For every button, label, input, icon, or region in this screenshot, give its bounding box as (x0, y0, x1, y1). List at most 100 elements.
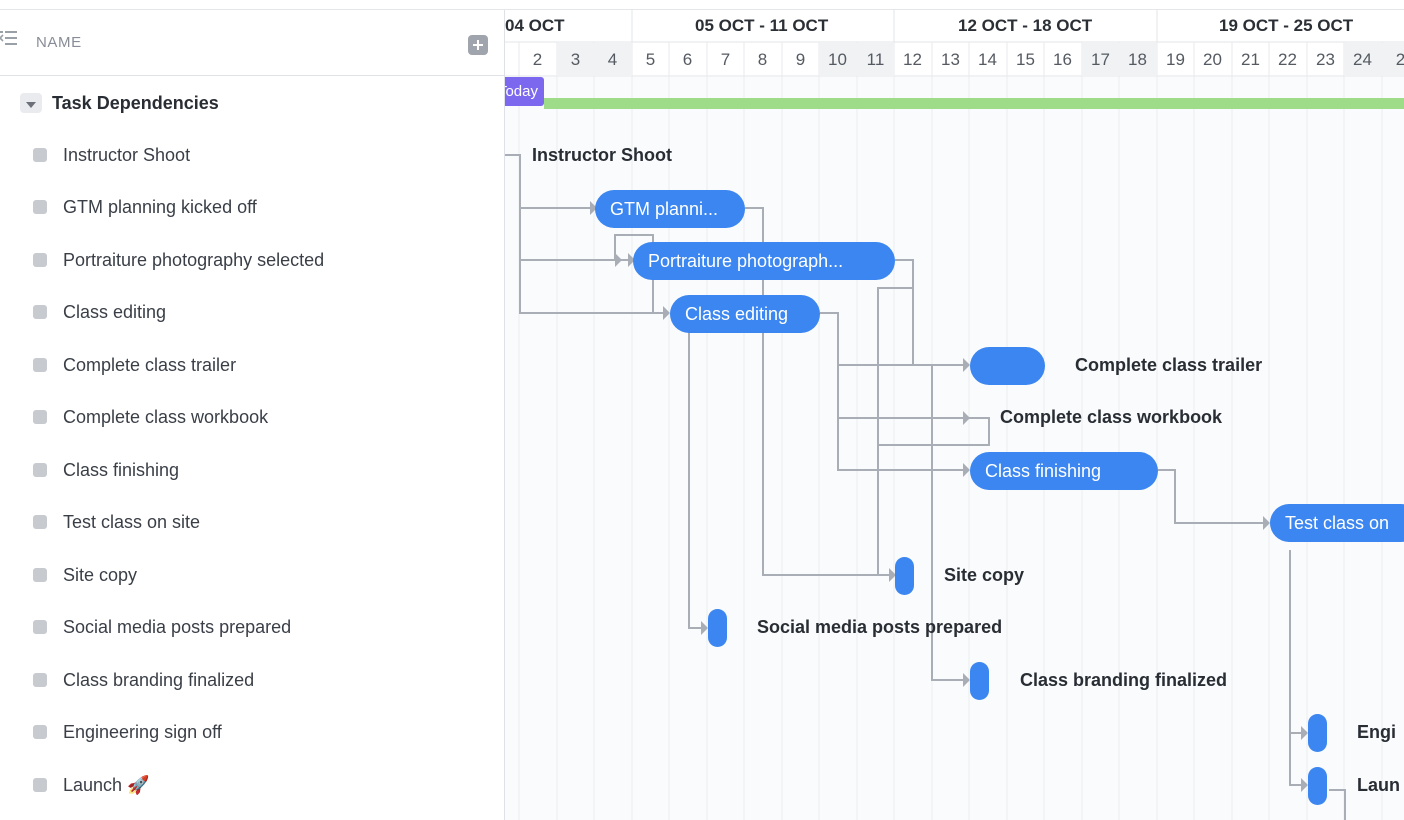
task-row[interactable]: Complete class workbook (0, 397, 504, 437)
engineering-bar[interactable] (1308, 714, 1327, 752)
task-status-square[interactable] (33, 515, 47, 529)
task-label[interactable]: Class finishing (63, 460, 180, 480)
class-editing-bar-label: Class editing (685, 304, 789, 324)
task-row[interactable]: Complete class trailer (0, 345, 504, 385)
social-media-bar[interactable] (708, 609, 727, 647)
task-row[interactable]: Instructor Shoot (0, 135, 504, 175)
day-header: 2 (532, 50, 543, 69)
task-label[interactable]: Engineering sign off (63, 722, 222, 742)
test-class-bar[interactable]: Test class on (1270, 504, 1404, 542)
plus-icon[interactable] (468, 35, 488, 55)
group-progress-line (544, 98, 1404, 109)
task-row[interactable]: GTM planning kicked off (0, 187, 504, 227)
day-header: 5 (645, 50, 656, 69)
gtm-planning-bar[interactable]: GTM planni... (595, 190, 745, 228)
task-label[interactable]: Complete class trailer (63, 355, 237, 375)
task-status-square[interactable] (33, 253, 47, 267)
task-label[interactable]: Class branding finalized (63, 670, 255, 690)
task-row[interactable]: Site copy (0, 555, 504, 595)
task-row[interactable]: Class finishing (0, 450, 504, 490)
task-label[interactable]: Launch 🚀 (63, 775, 150, 795)
task-label[interactable]: Site copy (63, 565, 138, 585)
site-copy-label: Site copy (944, 565, 1025, 585)
list-header: NAME (0, 10, 504, 76)
day-header: 17 (1091, 50, 1110, 69)
task-row[interactable]: Engineering sign off (0, 712, 504, 752)
site-copy-bar[interactable] (895, 557, 914, 595)
launch-label: Laun (1357, 775, 1400, 795)
week-header: 05 OCT - 11 OCT (695, 16, 829, 35)
portraiture-bar[interactable]: Portraiture photograph... (633, 242, 895, 280)
task-label[interactable]: Portraiture photography selected (63, 250, 325, 270)
task-status-square[interactable] (33, 410, 47, 424)
day-header: 15 (1016, 50, 1035, 69)
group-title: Task Dependencies (52, 93, 219, 113)
gtm-planning-bar-label: GTM planni... (610, 199, 719, 219)
task-label[interactable]: GTM planning kicked off (63, 197, 257, 217)
engineering-label: Engi (1357, 722, 1396, 742)
task-label[interactable]: Test class on site (63, 512, 201, 532)
week-header: 19 OCT - 25 OCT (1219, 16, 1354, 35)
body-grid-lines (518, 77, 1383, 820)
name-column-header[interactable]: NAME (36, 34, 82, 51)
task-row[interactable]: Portraiture photography selected (0, 240, 504, 280)
task-label[interactable]: Complete class workbook (63, 407, 269, 427)
day-header: 7 (720, 50, 731, 69)
dependency-connectors (505, 154, 1346, 820)
day-header: 22 (1278, 50, 1297, 69)
launch-bar[interactable] (1308, 767, 1327, 805)
task-row[interactable]: Social media posts prepared (0, 607, 504, 647)
branding-label: Class branding finalized (1020, 670, 1228, 690)
class-trailer-label: Complete class trailer (1075, 355, 1263, 375)
task-status-square[interactable] (33, 358, 47, 372)
week-header: 04 OCT (505, 16, 565, 35)
task-status-square[interactable] (33, 778, 47, 792)
weekend-shade (557, 43, 632, 76)
collapse-list-icon[interactable] (0, 30, 18, 46)
task-row[interactable]: Test class on site (0, 502, 504, 542)
task-status-square[interactable] (33, 463, 47, 477)
task-status-square[interactable] (33, 305, 47, 319)
task-status-square[interactable] (33, 148, 47, 162)
gantt-grid-and-connectors (505, 10, 1404, 820)
day-header: 2 (1395, 50, 1404, 69)
day-header: 10 (828, 50, 847, 69)
class-finishing-bar[interactable]: Class finishing (970, 452, 1158, 490)
day-header: 18 (1128, 50, 1147, 69)
task-status-square[interactable] (33, 725, 47, 739)
task-label[interactable]: Instructor Shoot (63, 145, 191, 165)
instructor-shoot-label: Instructor Shoot (532, 145, 672, 165)
day-header: 16 (1053, 50, 1072, 69)
top-border (0, 0, 1404, 10)
today-marker[interactable]: Today (505, 77, 544, 106)
task-status-square[interactable] (33, 200, 47, 214)
day-header: 21 (1241, 50, 1260, 69)
task-status-square[interactable] (33, 620, 47, 634)
task-row[interactable]: Launch 🚀 (0, 765, 504, 805)
task-row[interactable]: Class editing (0, 292, 504, 332)
task-list-panel: NAME Task Dependencies Instructor Shoot … (0, 10, 505, 820)
task-status-square[interactable] (33, 673, 47, 687)
day-header: 13 (941, 50, 960, 69)
dependency-arrowheads (590, 201, 1308, 792)
task-row[interactable]: Class branding finalized (0, 660, 504, 700)
day-header: 4 (607, 50, 618, 69)
class-workbook-label: Complete class workbook (1000, 407, 1223, 427)
weekend-shade (1344, 43, 1404, 76)
caret-down-icon[interactable] (20, 93, 42, 113)
day-header: 6 (682, 50, 693, 69)
class-trailer-bar[interactable] (970, 347, 1045, 385)
day-header: 19 (1166, 50, 1185, 69)
task-label[interactable]: Class editing (63, 302, 167, 322)
day-header: 8 (757, 50, 768, 69)
day-header: 11 (866, 50, 885, 69)
day-header: 3 (570, 50, 581, 69)
class-editing-bar[interactable]: Class editing (670, 295, 820, 333)
day-header: 12 (903, 50, 922, 69)
branding-bar[interactable] (970, 662, 989, 700)
day-header: 9 (795, 50, 806, 69)
task-status-square[interactable] (33, 568, 47, 582)
day-header: 24 (1353, 50, 1372, 69)
group-row[interactable]: Task Dependencies (0, 87, 504, 119)
task-label[interactable]: Social media posts prepared (63, 617, 292, 637)
